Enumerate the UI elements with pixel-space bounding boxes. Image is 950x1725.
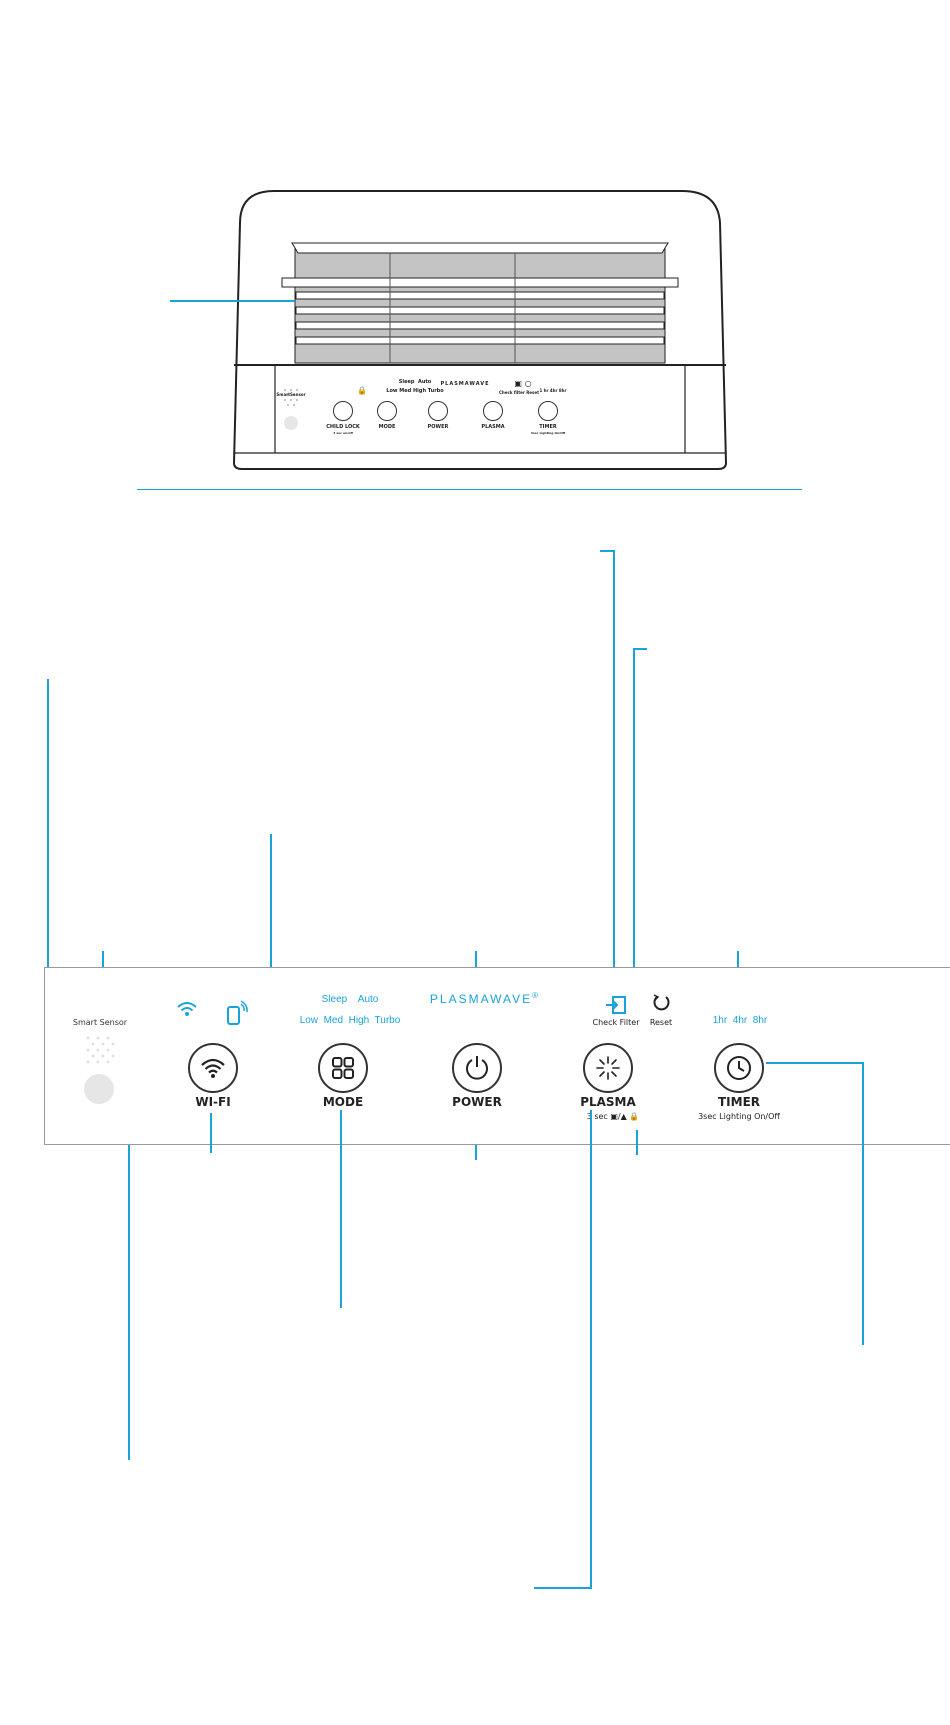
mini-speed-row: Low Med High Turbo [380, 388, 450, 394]
plasma-sub-label: 3 sec ▣/▲ 🔒 [573, 1112, 653, 1121]
callout-sensor-light [128, 1145, 130, 1460]
callout-mode-button [340, 1110, 342, 1308]
mode-button[interactable] [318, 1043, 368, 1093]
mini-speed-high: High [413, 388, 427, 394]
callout-mode-indicators [270, 834, 272, 967]
mode-top-labels: Sleep Auto [321, 994, 379, 1005]
mini-speed-med: Med [399, 388, 412, 394]
mini-filter-icons: ▣ ○ [514, 379, 532, 388]
mini-check-filter-text: Check filter [498, 390, 525, 395]
mini-check-filter-label: Check filter Reset [494, 390, 544, 395]
mini-label-child-lock: CHILD LOCK [326, 424, 360, 430]
mini-reset-text: Reset [526, 390, 540, 395]
air-purifier-body [232, 190, 728, 470]
brand-mark: ® [532, 991, 541, 1000]
plasma-sub-icon: ▣/▲ [610, 1112, 627, 1121]
mini-label-timer-sub: 3sec Lighting On/Off [530, 431, 566, 435]
mini-brand: PLASMAWAVE [440, 381, 490, 387]
power-button[interactable] [452, 1043, 502, 1093]
check-filter-icon [606, 996, 626, 1014]
power-icon [466, 1056, 488, 1080]
callout-timer-options [737, 951, 739, 967]
timer-options-labels: 1hr 4hr 8hr [712, 1015, 768, 1026]
mini-speed-turbo: Turbo [427, 388, 444, 394]
mode-speed-labels: Low Med High Turbo [299, 1015, 401, 1026]
wifi-button[interactable] [188, 1043, 238, 1093]
callout-brand [475, 951, 477, 967]
callout-plasma-button-v [590, 1110, 592, 1588]
callout-reset-v [633, 648, 635, 967]
callout-wifi-button [210, 1113, 212, 1153]
reset-icon [653, 994, 670, 1011]
smart-sensor-grille [86, 1036, 115, 1064]
reset-label: Reset [649, 1018, 673, 1027]
mini-mode-top: Sleep Auto [390, 379, 440, 385]
control-panel [44, 967, 950, 1145]
callout-check-filter-v [613, 550, 615, 967]
air-purifier-illustration: SmartSensor 🔒 Sleep Auto Low Med High Tu… [230, 185, 730, 475]
smart-sensor-label: Smart Sensor [72, 1018, 128, 1027]
mini-timer-button[interactable] [538, 401, 558, 421]
timer-sub-label: 3sec Lighting On/Off [698, 1112, 780, 1121]
callout-reset-h [633, 648, 647, 650]
brand-text: PLASMAWAVE [429, 992, 533, 1006]
mini-power-button[interactable] [428, 401, 448, 421]
mini-label-plasma: PLASMA [481, 424, 505, 430]
wifi-label: WI-FI [195, 1095, 231, 1109]
mini-sensor-label: SmartSensor [276, 392, 306, 397]
lock-icon: 🔒 [629, 1112, 640, 1121]
smart-sensor-light [84, 1074, 114, 1104]
check-filter-label: Check Filter [592, 1018, 640, 1027]
mini-label-timer: TIMER [539, 424, 557, 430]
mini-child-lock-button[interactable] [333, 401, 353, 421]
mini-auto-label: Auto [417, 379, 432, 385]
callout-panel-left [47, 679, 49, 967]
mini-label-child-lock-sub: 3 sec on/off [333, 431, 353, 435]
wifi-button-icon [201, 1058, 225, 1078]
callout-lock [636, 1130, 638, 1155]
wifi-icon [177, 1002, 197, 1016]
power-label: POWER [452, 1095, 502, 1109]
mini-plasma-button[interactable] [483, 401, 503, 421]
callout-plasma-button-h [534, 1587, 592, 1589]
callout-power-button [475, 1145, 477, 1160]
mode-grid-icon [332, 1057, 354, 1079]
mini-label-mode: MODE [378, 424, 396, 430]
callout-timer-button-v [862, 1062, 864, 1345]
grille-callout-line [170, 300, 295, 302]
mini-label-power: POWER [427, 424, 449, 430]
clock-icon [727, 1056, 751, 1080]
plasma-label: PLASMA [580, 1095, 636, 1109]
mini-speed-low: Low [386, 388, 398, 394]
mini-sleep-label: Sleep [398, 379, 415, 385]
callout-check-filter-h [600, 550, 614, 552]
plasmawave-brand: PLASMAWAVE® [420, 991, 550, 1006]
mini-lock-icon: 🔒 [357, 386, 367, 395]
callout-timer-button-h [766, 1062, 864, 1064]
plasma-button[interactable] [583, 1043, 633, 1093]
phone-signal-icon [227, 1000, 248, 1025]
timer-button[interactable] [714, 1043, 764, 1093]
section-divider [137, 489, 802, 490]
plasma-sub-text: 3 sec [586, 1112, 608, 1121]
plasma-icon [596, 1056, 620, 1080]
callout-sensor-top [102, 951, 104, 967]
mini-timer-row: 1 hr 4hr 8hr [539, 388, 567, 393]
mode-label: MODE [322, 1095, 364, 1109]
timer-label: TIMER [717, 1095, 761, 1109]
mini-mode-button[interactable] [377, 401, 397, 421]
